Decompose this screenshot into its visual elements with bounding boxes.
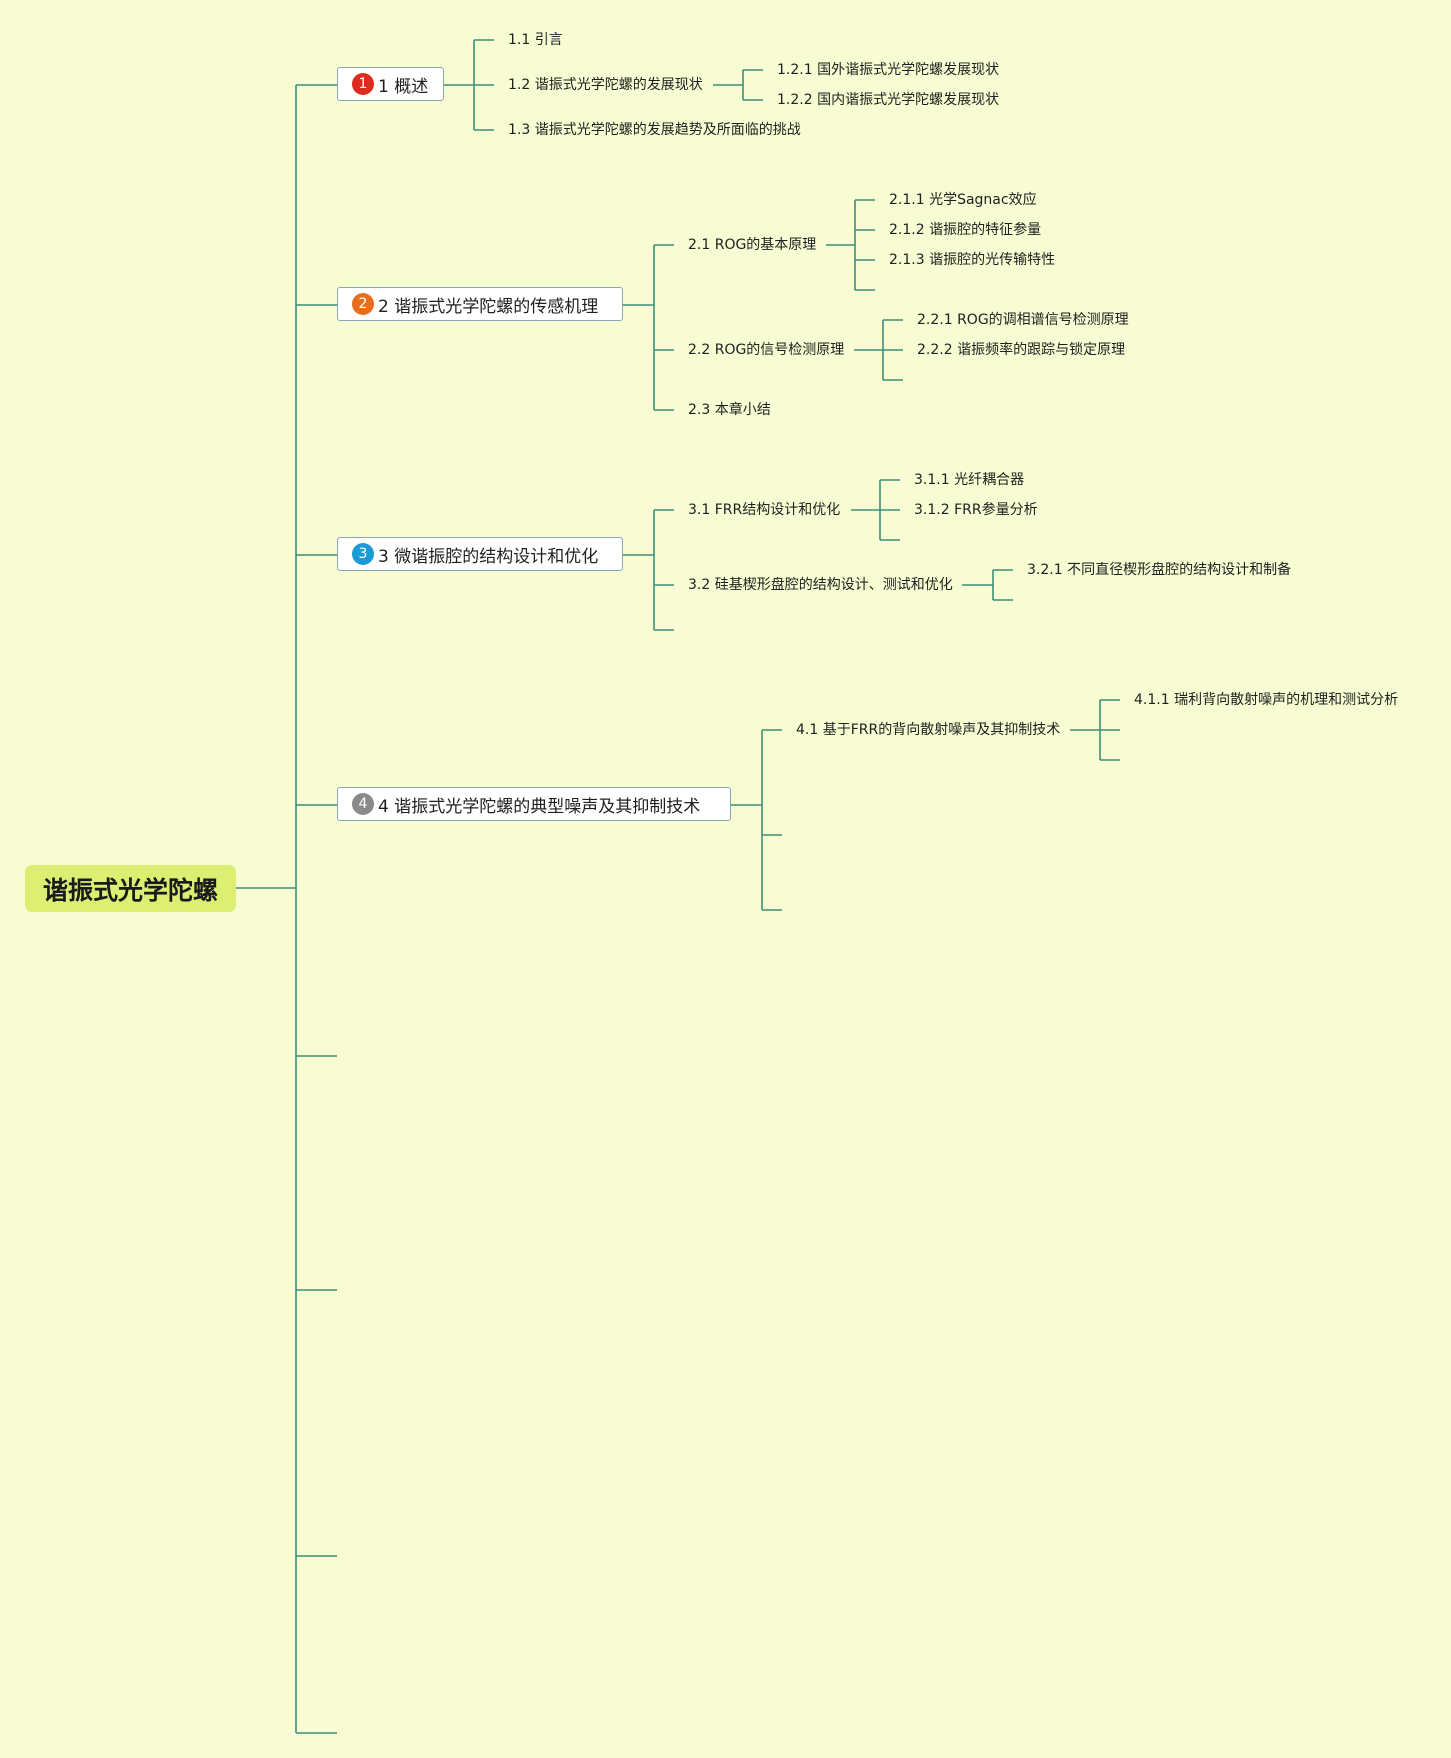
chapter-3-number-badge: 3 <box>352 543 374 565</box>
chapter-2-node[interactable]: 2 2 谐振式光学陀螺的传感机理 <box>337 287 623 321</box>
chapter-2-label: 2 谐振式光学陀螺的传感机理 <box>378 296 599 317</box>
section-4-1[interactable]: 4.1 基于FRR的背向散射噪声及其抑制技术 <box>796 722 1061 738</box>
subsection-1-2-1[interactable]: 1.2.1 国外谐振式光学陀螺发展现状 <box>777 62 1000 78</box>
subsection-3-1-1[interactable]: 3.1.1 光纤耦合器 <box>914 472 1025 488</box>
root-topic[interactable]: 谐振式光学陀螺 <box>25 865 236 912</box>
section-2-2[interactable]: 2.2 ROG的信号检测原理 <box>688 342 845 358</box>
chapter-4-node[interactable]: 4 4 谐振式光学陀螺的典型噪声及其抑制技术 <box>337 787 731 821</box>
subsection-2-2-2[interactable]: 2.2.2 谐振频率的跟踪与锁定原理 <box>917 342 1126 358</box>
section-1-3[interactable]: 1.3 谐振式光学陀螺的发展趋势及所面临的挑战 <box>508 122 801 138</box>
subsection-2-1-2[interactable]: 2.1.2 谐振腔的特征参量 <box>889 222 1042 238</box>
subsection-3-2-1[interactable]: 3.2.1 不同直径楔形盘腔的结构设计和制备 <box>1027 562 1292 578</box>
chapter-1-label: 1 概述 <box>378 76 429 97</box>
subsection-1-2-2[interactable]: 1.2.2 国内谐振式光学陀螺发展现状 <box>777 92 1000 108</box>
subsection-2-2-1[interactable]: 2.2.1 ROG的调相谱信号检测原理 <box>917 312 1129 328</box>
chapter-1-number-badge: 1 <box>352 73 374 95</box>
section-2-1[interactable]: 2.1 ROG的基本原理 <box>688 237 817 253</box>
root-topic-label: 谐振式光学陀螺 <box>42 875 218 905</box>
chapter-3-node[interactable]: 3 3 微谐振腔的结构设计和优化 <box>337 537 623 571</box>
section-1-1[interactable]: 1.1 引言 <box>508 32 563 48</box>
subsection-4-1-1[interactable]: 4.1.1 瑞利背向散射噪声的机理和测试分析 <box>1134 692 1399 708</box>
section-2-3[interactable]: 2.3 本章小结 <box>688 402 771 418</box>
section-1-2[interactable]: 1.2 谐振式光学陀螺的发展现状 <box>508 77 703 93</box>
section-3-1[interactable]: 3.1 FRR结构设计和优化 <box>688 502 841 518</box>
subsection-2-1-3[interactable]: 2.1.3 谐振腔的光传输特性 <box>889 252 1056 268</box>
section-3-2[interactable]: 3.2 硅基楔形盘腔的结构设计、测试和优化 <box>688 577 953 593</box>
chapter-1-node[interactable]: 1 1 概述 <box>337 67 444 101</box>
chapter-2-number-badge: 2 <box>352 293 374 315</box>
chapter-4-label: 4 谐振式光学陀螺的典型噪声及其抑制技术 <box>378 796 701 817</box>
chapter-3-label: 3 微谐振腔的结构设计和优化 <box>378 546 599 567</box>
subsection-3-1-2[interactable]: 3.1.2 FRR参量分析 <box>914 502 1038 518</box>
chapter-4-number-badge: 4 <box>352 793 374 815</box>
subsection-2-1-1[interactable]: 2.1.1 光学Sagnac效应 <box>889 192 1037 208</box>
